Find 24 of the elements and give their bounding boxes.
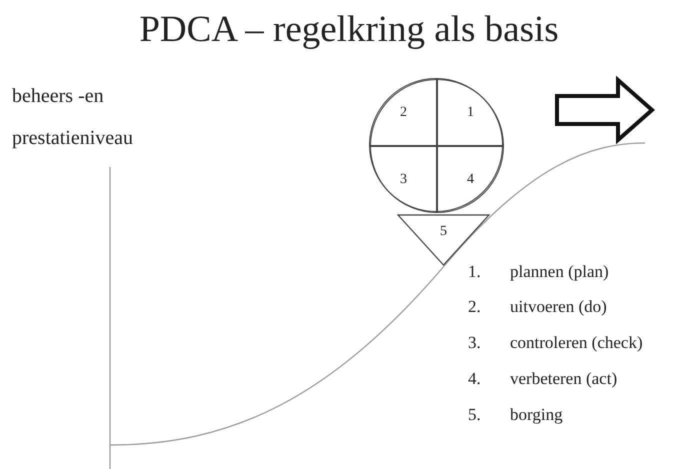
list-item-text: plannen (plan)	[510, 262, 609, 282]
list-number: 5.	[468, 405, 481, 426]
number-label: 3	[400, 172, 407, 188]
pdca-circle	[369, 78, 503, 212]
number-label: 4	[467, 172, 474, 188]
axis-label: beheers -en	[12, 84, 104, 108]
title: PDCA – regelkring als basis	[138, 8, 560, 52]
list-number: 3.	[468, 333, 481, 354]
list-item-text: borging	[510, 405, 563, 426]
list-number: 2.	[468, 297, 481, 318]
circle-quadrant	[437, 146, 504, 213]
circle-quadrant	[370, 146, 437, 213]
circle-quadrant	[370, 79, 437, 146]
number-label: 5	[439, 224, 448, 240]
list-item-text: verbeteren (act)	[510, 369, 618, 390]
list-item-text: uitvoeren (do)	[510, 297, 607, 318]
list-number: 4.	[468, 369, 481, 390]
list-number: 1.	[468, 262, 481, 282]
triangle-shape	[397, 214, 490, 266]
list-item-text: controleren (check)	[510, 333, 643, 354]
number-label: 2	[400, 104, 407, 120]
number-label: 1	[467, 104, 474, 120]
axis-label: prestatieniveau	[12, 126, 134, 150]
circle-quadrant	[437, 79, 504, 146]
